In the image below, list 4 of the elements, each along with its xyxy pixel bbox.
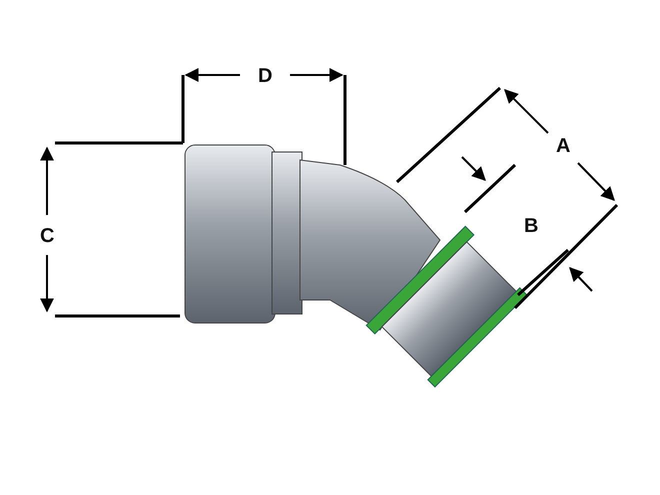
- dimension-label: D: [258, 66, 272, 86]
- dimension-label: B: [524, 216, 538, 236]
- dimension-label: A: [556, 136, 570, 156]
- dimension-label: C: [40, 226, 54, 246]
